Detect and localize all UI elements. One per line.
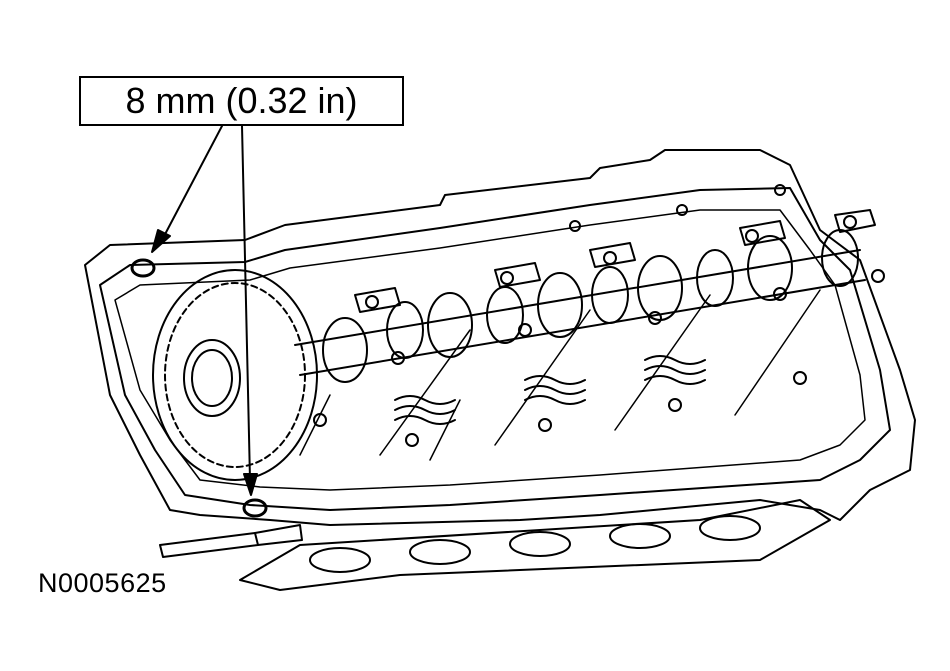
dowel-pin-upper (132, 260, 154, 276)
leader-arrows (152, 126, 257, 495)
dimension-label: 8 mm (0.32 in) (125, 80, 358, 121)
cavity-walls (300, 290, 820, 460)
bolts (314, 185, 884, 446)
dowel-pins (132, 260, 266, 516)
camshaft (295, 230, 865, 382)
figure-id: N0005625 (38, 568, 167, 598)
valve-springs (395, 356, 705, 424)
cylinder-head-body (85, 150, 915, 525)
exhaust-flange (240, 500, 830, 590)
dowel-pin-lower (244, 500, 266, 516)
bearing-caps (355, 210, 875, 312)
side-fitting (160, 525, 302, 557)
camshaft-gear (153, 270, 317, 480)
dimension-callout: 8 mm (0.32 in) (79, 76, 404, 126)
